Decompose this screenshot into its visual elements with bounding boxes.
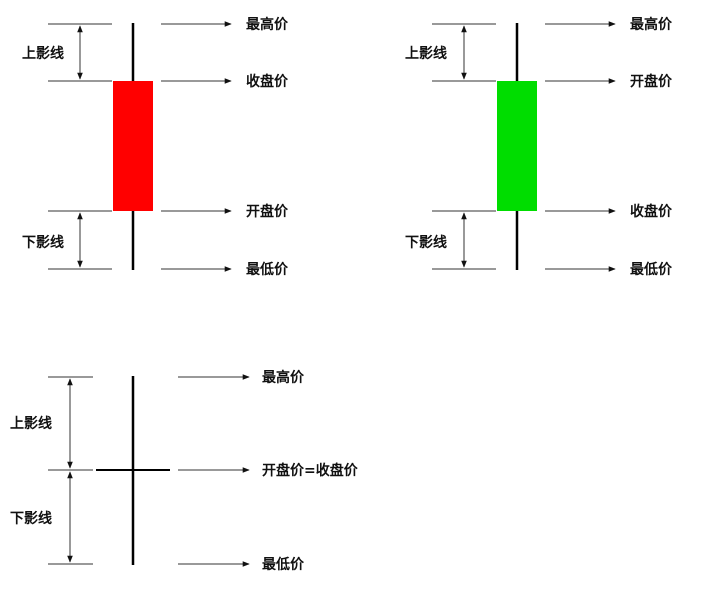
lower-shadow-label: 下影线 — [405, 234, 447, 251]
low-price-label: 最低价 — [630, 261, 673, 278]
open-price-label: 开盘价 — [630, 73, 673, 90]
doji-candle: 上影线 下影线 最高价 开盘价=收盘价 最低价 — [10, 369, 359, 573]
high-price-label: 最高价 — [630, 16, 673, 33]
close-price-label: 收盘价 — [246, 73, 289, 90]
high-price-label: 最高价 — [246, 16, 289, 33]
down-candle: 上影线 下影线 最高价 开盘价 收盘价 最低价 — [405, 16, 673, 278]
close-price-label: 收盘价 — [630, 203, 673, 220]
up-candle: 上影线 下影线 最高价 收盘价 开盘价 最低价 — [22, 16, 289, 278]
green-body — [497, 81, 537, 211]
upper-shadow-label: 上影线 — [10, 415, 52, 432]
upper-shadow-label: 上影线 — [22, 45, 64, 62]
low-price-label: 最低价 — [262, 556, 305, 573]
upper-shadow-label: 上影线 — [405, 45, 447, 62]
open-price-label: 开盘价 — [246, 203, 289, 220]
high-price-label: 最高价 — [262, 369, 305, 386]
open-equals-close-label: 开盘价=收盘价 — [262, 462, 359, 479]
red-body — [113, 81, 153, 211]
low-price-label: 最低价 — [246, 261, 289, 278]
lower-shadow-label: 下影线 — [22, 234, 64, 251]
lower-shadow-label: 下影线 — [10, 510, 52, 527]
